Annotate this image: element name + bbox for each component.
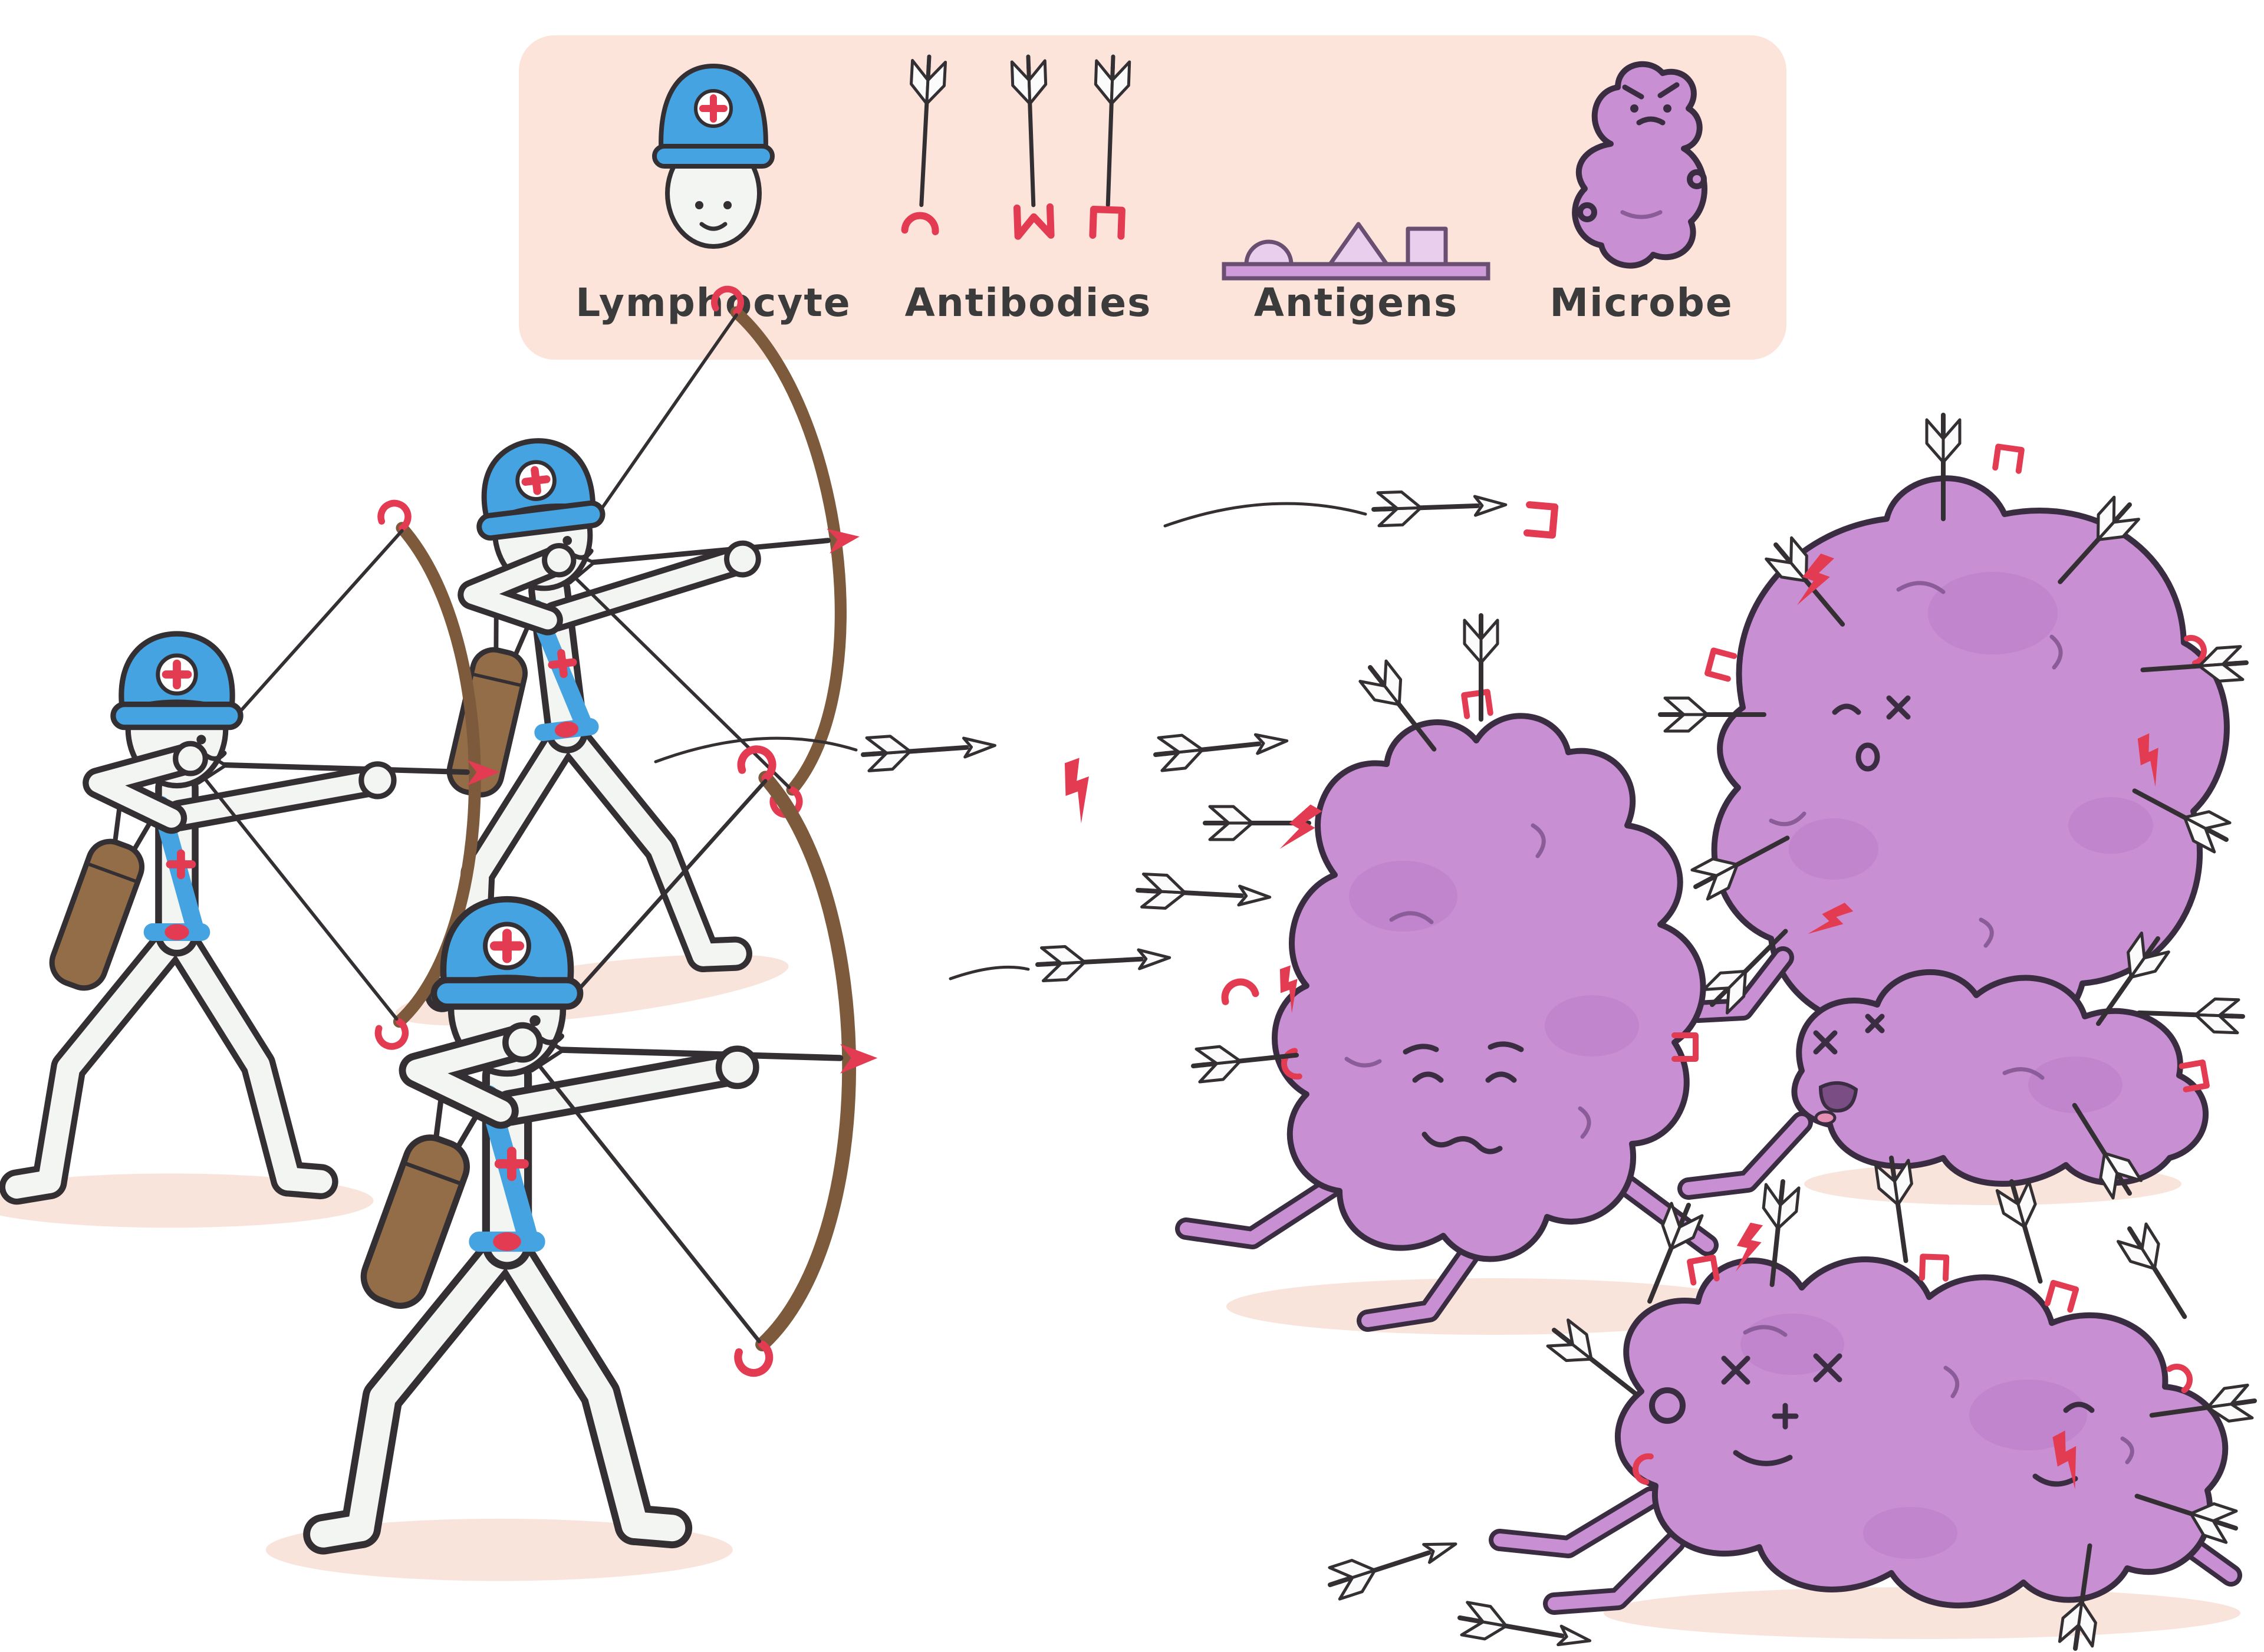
motion-line [1163, 502, 1367, 528]
legend-label-antigens: Antigens [1254, 280, 1459, 325]
microbes [1175, 415, 2257, 1652]
microbe-lying-right [1677, 929, 2243, 1202]
flying-antibodies [654, 488, 1555, 1002]
plus-mark [1772, 1403, 1799, 1430]
red-cross-icon [699, 94, 728, 123]
archer-front [266, 749, 878, 1581]
microbe-icon [1572, 61, 1707, 269]
x-eye [1813, 1030, 1838, 1055]
lymphocyte-archers [0, 277, 914, 1581]
x-eye [1721, 1355, 1750, 1385]
flying-arrow-4 [1037, 941, 1171, 981]
flying-arrow-5 [1373, 488, 1506, 526]
motion-line [654, 736, 858, 764]
legend-label-antibodies: Antibodies [905, 280, 1152, 325]
flying-crescent-receptor [1222, 979, 1256, 1002]
impact-bolt [1055, 756, 1104, 825]
x-eye [1886, 695, 1911, 720]
archer-top [312, 277, 914, 1040]
flying-staple-receptor [1527, 505, 1555, 535]
legend-label-microbe: Microbe [1549, 280, 1733, 325]
microbe-center-sad [1175, 616, 1719, 1332]
ear-bump [1649, 1387, 1686, 1424]
microbe-bottom-dead [1325, 1156, 2257, 1652]
flying-arrow-3 [1137, 874, 1271, 914]
motion-line [949, 965, 1030, 980]
x-eye [1865, 1013, 1885, 1034]
fallen-arrow [1325, 1528, 1460, 1600]
antibodies-icon [901, 56, 1130, 240]
x-eye [1813, 1353, 1842, 1383]
archer-left [0, 503, 499, 1228]
lymphocyte-icon [652, 63, 775, 249]
flying-arrow-2 [1154, 725, 1289, 771]
microbe-round-top-right [1660, 415, 2247, 1041]
antigens-icon [1222, 222, 1490, 281]
legend: Lymphocyte Antibodies Antigens [519, 35, 1786, 360]
flying-arrow-1 [862, 729, 996, 771]
